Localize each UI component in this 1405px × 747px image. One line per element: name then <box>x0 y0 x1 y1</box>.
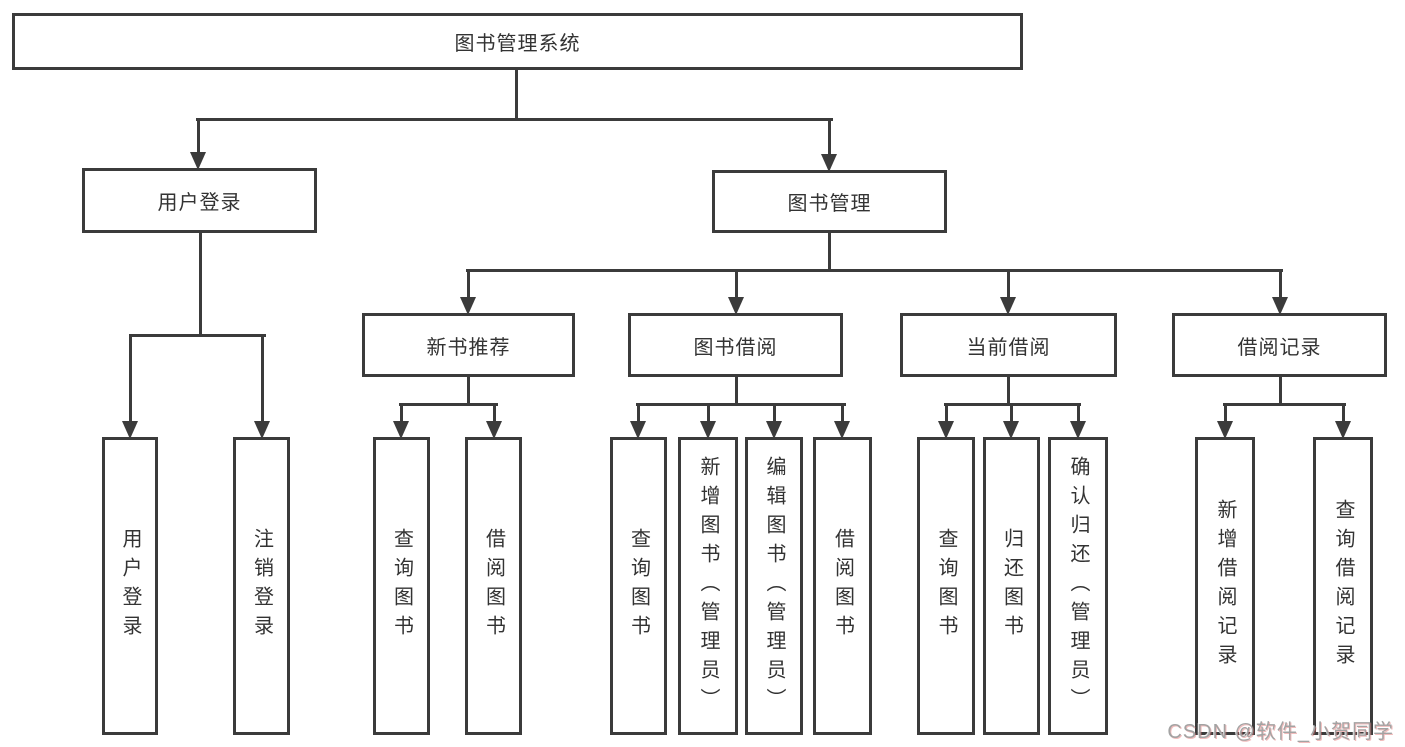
node-label-rec-query-book: 查询图书 <box>390 528 413 644</box>
node-borrow-query-book: 查询图书 <box>610 437 667 735</box>
node-label-book-mgmt: 图书管理 <box>787 193 872 215</box>
arrow-down-icon <box>254 421 270 439</box>
arrow-down-icon <box>393 421 409 439</box>
node-label-record-query: 查询借阅记录 <box>1332 499 1354 673</box>
node-root: 图书管理系统 <box>12 13 1023 70</box>
connector-arrow-stem <box>1341 405 1345 423</box>
node-label-root: 图书管理系统 <box>454 33 581 55</box>
node-record-query: 查询借阅记录 <box>1313 437 1373 735</box>
node-rec-query-book: 查询图书 <box>373 437 430 735</box>
connector-arrow-stem <box>1006 270 1010 299</box>
connector-line <box>635 402 846 406</box>
node-borrow-add-book: 新增图书（管理员） <box>678 437 738 735</box>
node-label-book-borrow: 图书借阅 <box>693 336 778 359</box>
arrow-down-icon <box>728 297 744 315</box>
connector-arrow-stem <box>827 120 831 156</box>
node-label-user-login: 用户登录 <box>157 192 242 214</box>
arrow-down-icon <box>1217 421 1233 439</box>
connector-line <box>398 402 498 406</box>
connector-line <box>514 70 518 121</box>
arrow-down-icon <box>821 154 837 172</box>
node-label-cur-confirm-return: 确认归还（管理员） <box>1067 455 1089 717</box>
connector-arrow-stem <box>636 405 640 423</box>
connector-arrow-stem <box>1009 405 1013 423</box>
connector-arrow-stem <box>840 405 844 423</box>
connector-line <box>128 333 266 337</box>
node-current-borrow: 当前借阅 <box>900 313 1117 377</box>
node-book-mgmt: 图书管理 <box>712 170 947 233</box>
connector-arrow-stem <box>772 405 776 423</box>
node-label-borrow-borrow-book: 借阅图书 <box>831 528 854 644</box>
watermark: CSDN @软件_小贺同学 <box>1167 721 1394 743</box>
connector-arrow-stem <box>1223 405 1227 423</box>
node-cur-query-book: 查询图书 <box>917 437 975 735</box>
node-label-borrow-query-book: 查询图书 <box>627 528 650 644</box>
connector-line <box>1222 402 1346 406</box>
arrow-down-icon <box>1272 297 1288 315</box>
arrow-down-icon <box>938 421 954 439</box>
arrow-down-icon <box>486 421 502 439</box>
arrow-down-icon <box>460 297 476 315</box>
node-label-logout: 注销登录 <box>250 528 273 644</box>
node-user-login: 用户登录 <box>82 168 317 233</box>
connector-arrow-stem <box>128 336 132 423</box>
node-label-borrow-edit-book: 编辑图书（管理员） <box>763 455 785 717</box>
connector-line <box>943 402 1081 406</box>
node-label-cur-query-book: 查询图书 <box>935 528 957 644</box>
connector-line <box>465 268 1283 272</box>
connector-arrow-stem <box>399 405 403 423</box>
arrow-down-icon <box>766 421 782 439</box>
arrow-down-icon <box>1070 421 1086 439</box>
connector-line <box>198 233 202 337</box>
node-label-login-user: 用户登录 <box>119 528 141 644</box>
connector-line <box>734 377 738 406</box>
connector-line <box>466 377 470 406</box>
node-rec-borrow-book: 借阅图书 <box>465 437 522 735</box>
arrow-down-icon <box>122 421 138 439</box>
node-logout: 注销登录 <box>233 437 290 735</box>
connector-arrow-stem <box>260 336 264 423</box>
node-record-add: 新增借阅记录 <box>1195 437 1255 735</box>
arrow-down-icon <box>190 152 206 170</box>
arrow-down-icon <box>834 421 850 439</box>
connector-arrow-stem <box>1076 405 1080 423</box>
node-label-cur-return-book: 归还图书 <box>1000 528 1023 644</box>
node-new-book-rec: 新书推荐 <box>362 313 575 377</box>
node-cur-return-book: 归还图书 <box>983 437 1040 735</box>
node-label-new-book-rec: 新书推荐 <box>426 336 511 359</box>
connector-arrow-stem <box>1278 270 1282 299</box>
arrow-down-icon <box>1335 421 1351 439</box>
node-label-borrow-add-book: 新增图书（管理员） <box>697 455 719 717</box>
node-borrow-edit-book: 编辑图书（管理员） <box>745 437 803 735</box>
connector-line <box>195 117 833 121</box>
arrow-down-icon <box>630 421 646 439</box>
connector-arrow-stem <box>196 120 200 154</box>
node-borrow-borrow-book: 借阅图书 <box>813 437 872 735</box>
node-book-borrow: 图书借阅 <box>628 313 843 377</box>
connector-line <box>1278 377 1282 406</box>
node-label-current-borrow: 当前借阅 <box>966 336 1051 359</box>
node-login-user: 用户登录 <box>102 437 158 735</box>
connector-arrow-stem <box>466 270 470 299</box>
node-label-record-add: 新增借阅记录 <box>1214 499 1236 673</box>
arrow-down-icon <box>1003 421 1019 439</box>
node-cur-confirm-return: 确认归还（管理员） <box>1048 437 1108 735</box>
node-label-borrow-record: 借阅记录 <box>1237 336 1322 359</box>
connector-arrow-stem <box>492 405 496 423</box>
connector-arrow-stem <box>944 405 948 423</box>
connector-arrow-stem <box>706 405 710 423</box>
connector-line <box>827 233 831 272</box>
connector-arrow-stem <box>734 270 738 299</box>
arrow-down-icon <box>700 421 716 439</box>
connector-line <box>1006 377 1010 406</box>
arrow-down-icon <box>1000 297 1016 315</box>
node-label-rec-borrow-book: 借阅图书 <box>482 528 505 644</box>
node-borrow-record: 借阅记录 <box>1172 313 1387 377</box>
